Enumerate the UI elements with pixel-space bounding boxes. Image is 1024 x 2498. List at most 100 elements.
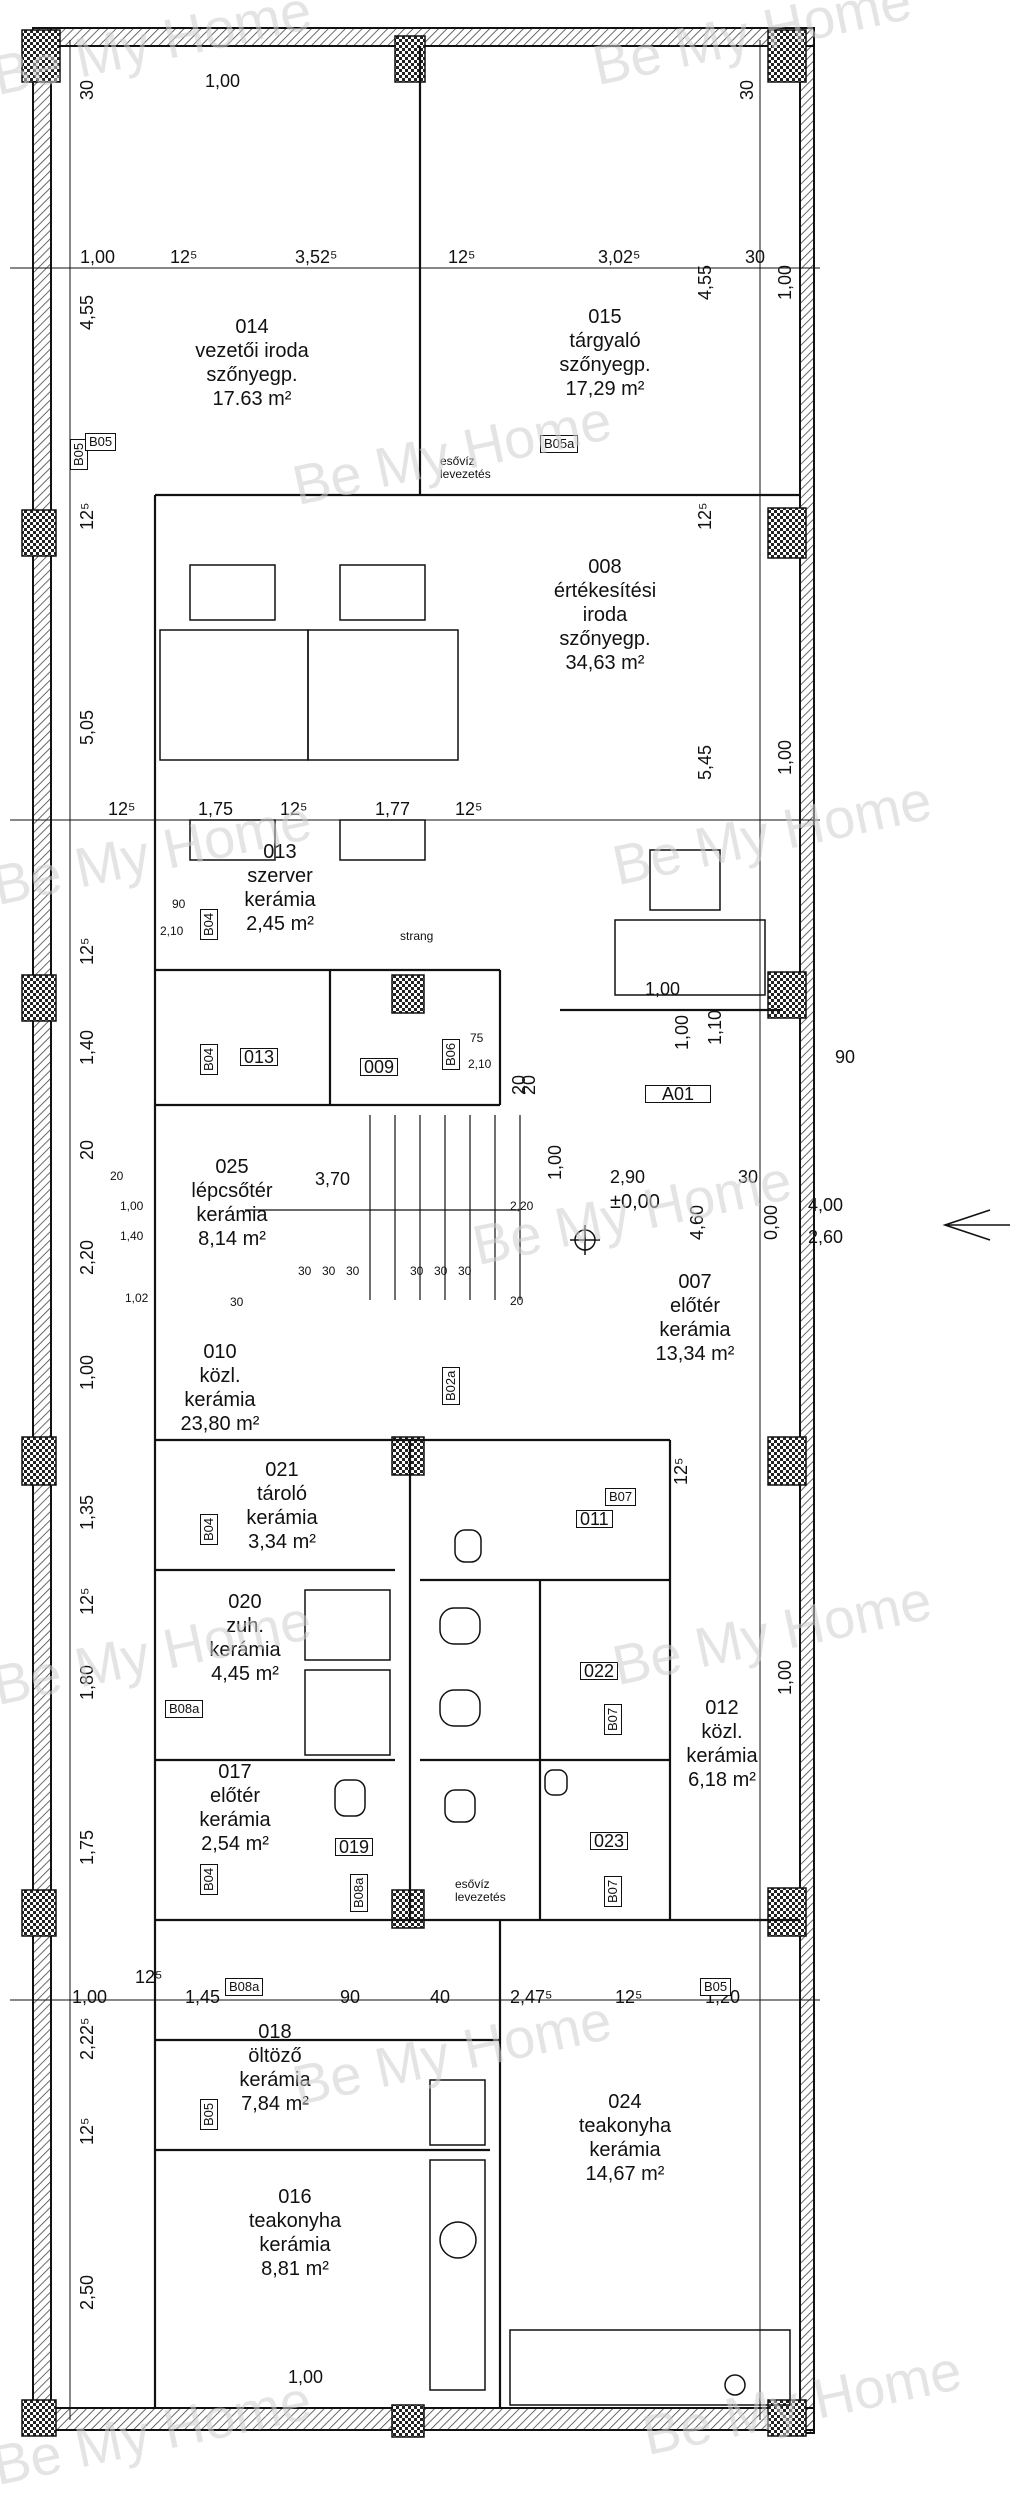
dim-row2-1: 1,75 — [198, 799, 234, 819]
room-008: 008 értékesítési iroda szőnyegp. 34,63 m… — [553, 556, 657, 674]
door-tag-b05-014b: B05 — [85, 433, 117, 451]
door-tag-b06-009: B06 — [442, 1038, 460, 1070]
stair-extra-4: 30 — [230, 1295, 244, 1309]
stair-step-1: 30 — [322, 1264, 336, 1278]
outer-walls — [32, 27, 815, 2434]
stair-extra-1: 1,00 — [120, 1199, 144, 1213]
dim-right-10: 0,00 — [761, 1204, 781, 1240]
dim-row2-4: 12⁵ — [455, 799, 483, 819]
door-size-75: 75 — [470, 1031, 484, 1045]
stair-extra-2: 1,40 — [120, 1229, 144, 1243]
door-tag-b08a-019: B08a — [350, 1873, 368, 1912]
dim-row2-2: 12⁵ — [280, 799, 308, 819]
interior-walls — [153, 46, 800, 2408]
door-tag-b05-016: B05 — [200, 2098, 218, 2130]
dim-right-7: 1,10 — [705, 1009, 725, 1045]
furniture — [159, 564, 791, 2406]
dim-row2-0: 12⁵ — [108, 799, 136, 819]
room-013: 013 szerver kerámia 2,45 m² — [244, 841, 316, 935]
room-017: 017 előtér kerámia 2,54 m² — [199, 1761, 271, 1855]
dim-row1-1: 12⁵ — [170, 247, 198, 267]
door-tag-b08a-018: B08a — [225, 1978, 264, 1996]
door-size-210: 2,10 — [160, 924, 184, 938]
note-rainwater-bottom: esővíz levezetés — [455, 1877, 506, 1904]
dim-row3-0: 1,00 — [72, 1987, 108, 2007]
door-tag-b04-013: B04 — [200, 908, 218, 940]
tag-019: 019 — [335, 1838, 374, 1856]
dim-left-12: 1,75 — [77, 1829, 97, 1865]
dim-left-4: 12⁵ — [77, 937, 97, 965]
room-025: 025 lépcsőtér kerámia 8,14 m² — [191, 1156, 273, 1250]
dim-right-6: 1,00 — [672, 1014, 692, 1050]
tag-009: 009 — [360, 1058, 399, 1076]
room-014: 014 vezetői iroda szőnyegp. 17.63 m² — [195, 316, 309, 410]
dim-inner-2: 30 — [738, 1167, 759, 1187]
stair-extra-0: 20 — [110, 1169, 124, 1183]
stair-step-2: 30 — [346, 1264, 360, 1278]
dim-left-14: 12⁵ — [77, 2117, 97, 2145]
door-tag-b02a-010: B02a — [442, 1366, 460, 1405]
level-marker-icon — [570, 1225, 600, 1255]
dim-left-8: 1,00 — [77, 1354, 97, 1390]
note-strang: strang — [400, 929, 434, 943]
dim-entrance-width: 90 — [835, 1047, 856, 1067]
dim-inner-5: 3,70 — [315, 1169, 351, 1189]
dim-left-5: 1,40 — [77, 1029, 97, 1065]
dim-right-12: 1,00 — [775, 1659, 795, 1695]
door-tag-b05-012: B05 — [700, 1978, 732, 1996]
dim-row1-3: 12⁵ — [448, 247, 476, 267]
door-size-90: 90 — [172, 897, 186, 911]
dim-left-11: 1,80 — [77, 1664, 97, 1700]
dim-right-9: 4,60 — [687, 1204, 707, 1240]
dim-left-1: 4,55 — [77, 294, 97, 330]
dim-row1-2: 3,52⁵ — [295, 247, 338, 267]
dim-top-width: 1,00 — [205, 71, 241, 91]
dimension-lines — [10, 40, 820, 2420]
level-mark: ±0,00 — [610, 1191, 660, 1213]
dim-row1-5: 30 — [745, 247, 766, 267]
dim-right-0: 30 — [737, 79, 757, 100]
tag-A01: A01 — [645, 1085, 712, 1103]
stair-extra-5: 2,20 — [510, 1199, 534, 1213]
room-016: 016 teakonyha kerámia 8,81 m² — [248, 2186, 342, 2280]
door-tag-b08a-020: B08a — [165, 1700, 204, 1718]
stair-step-4: 30 — [434, 1264, 448, 1278]
dim-row3-1: 1,45 — [185, 1987, 221, 2007]
dim-right-4: 5,45 — [695, 744, 715, 780]
dim-row3-4: 40 — [430, 1987, 451, 2007]
dim-right-1: 4,55 — [695, 264, 715, 300]
dim-right-3: 12⁵ — [695, 502, 715, 530]
room-015: 015 tárgyaló szőnyegp. 17,29 m² — [559, 306, 651, 400]
door-tag-b07-011: B07 — [605, 1488, 637, 1506]
room-020: 020 zuh. kerámia 4,45 m² — [209, 1591, 281, 1685]
stair-step-3: 30 — [410, 1264, 424, 1278]
tag-011: 011 — [576, 1510, 613, 1528]
dim-right-2: 1,00 — [775, 264, 795, 300]
stair-step-0: 30 — [298, 1264, 312, 1278]
door-tag-b07-022: B07 — [604, 1703, 622, 1735]
door-size-210b: 2,10 — [468, 1057, 492, 1071]
dim-left-13: 2,22⁵ — [77, 2017, 97, 2061]
door-tag-b05a-015: B05a — [540, 435, 579, 453]
stair-extra-3: 1,02 — [125, 1291, 149, 1305]
dim-left-9: 1,35 — [77, 1494, 97, 1530]
room-010: 010 közl. kerámia 23,80 m² — [180, 1341, 260, 1435]
dim-row3-6: 12⁵ — [615, 1987, 643, 2007]
columns — [21, 29, 807, 2438]
dim-inner-1: 2,90 — [610, 1167, 646, 1187]
room-012: 012 közl. kerámia 6,18 m² — [686, 1697, 758, 1791]
dim-left-7: 2,20 — [77, 1239, 97, 1275]
dim-bottom-width: 1,00 — [288, 2367, 324, 2387]
dim-row1-4: 3,02⁵ — [598, 247, 641, 267]
stair-extra-6: 20 — [510, 1294, 524, 1308]
room-018: 018 öltöző kerámia 7,84 m² — [239, 2021, 311, 2115]
dim-inner-3: 20 — [519, 1074, 539, 1095]
sanitary-fixtures — [334, 1529, 568, 1823]
door-tag-b04-017: B04 — [200, 1863, 218, 1895]
dim-left-10: 12⁵ — [77, 1587, 97, 1615]
door-tag-b07-023: B07 — [604, 1875, 622, 1907]
tag-013: 013 — [240, 1048, 279, 1066]
room-024: 024 teakonyha kerámia 14,67 m² — [578, 2091, 672, 2185]
dim-row3-2: 12⁵ — [135, 1967, 163, 1987]
dim-left-0: 30 — [77, 79, 97, 100]
